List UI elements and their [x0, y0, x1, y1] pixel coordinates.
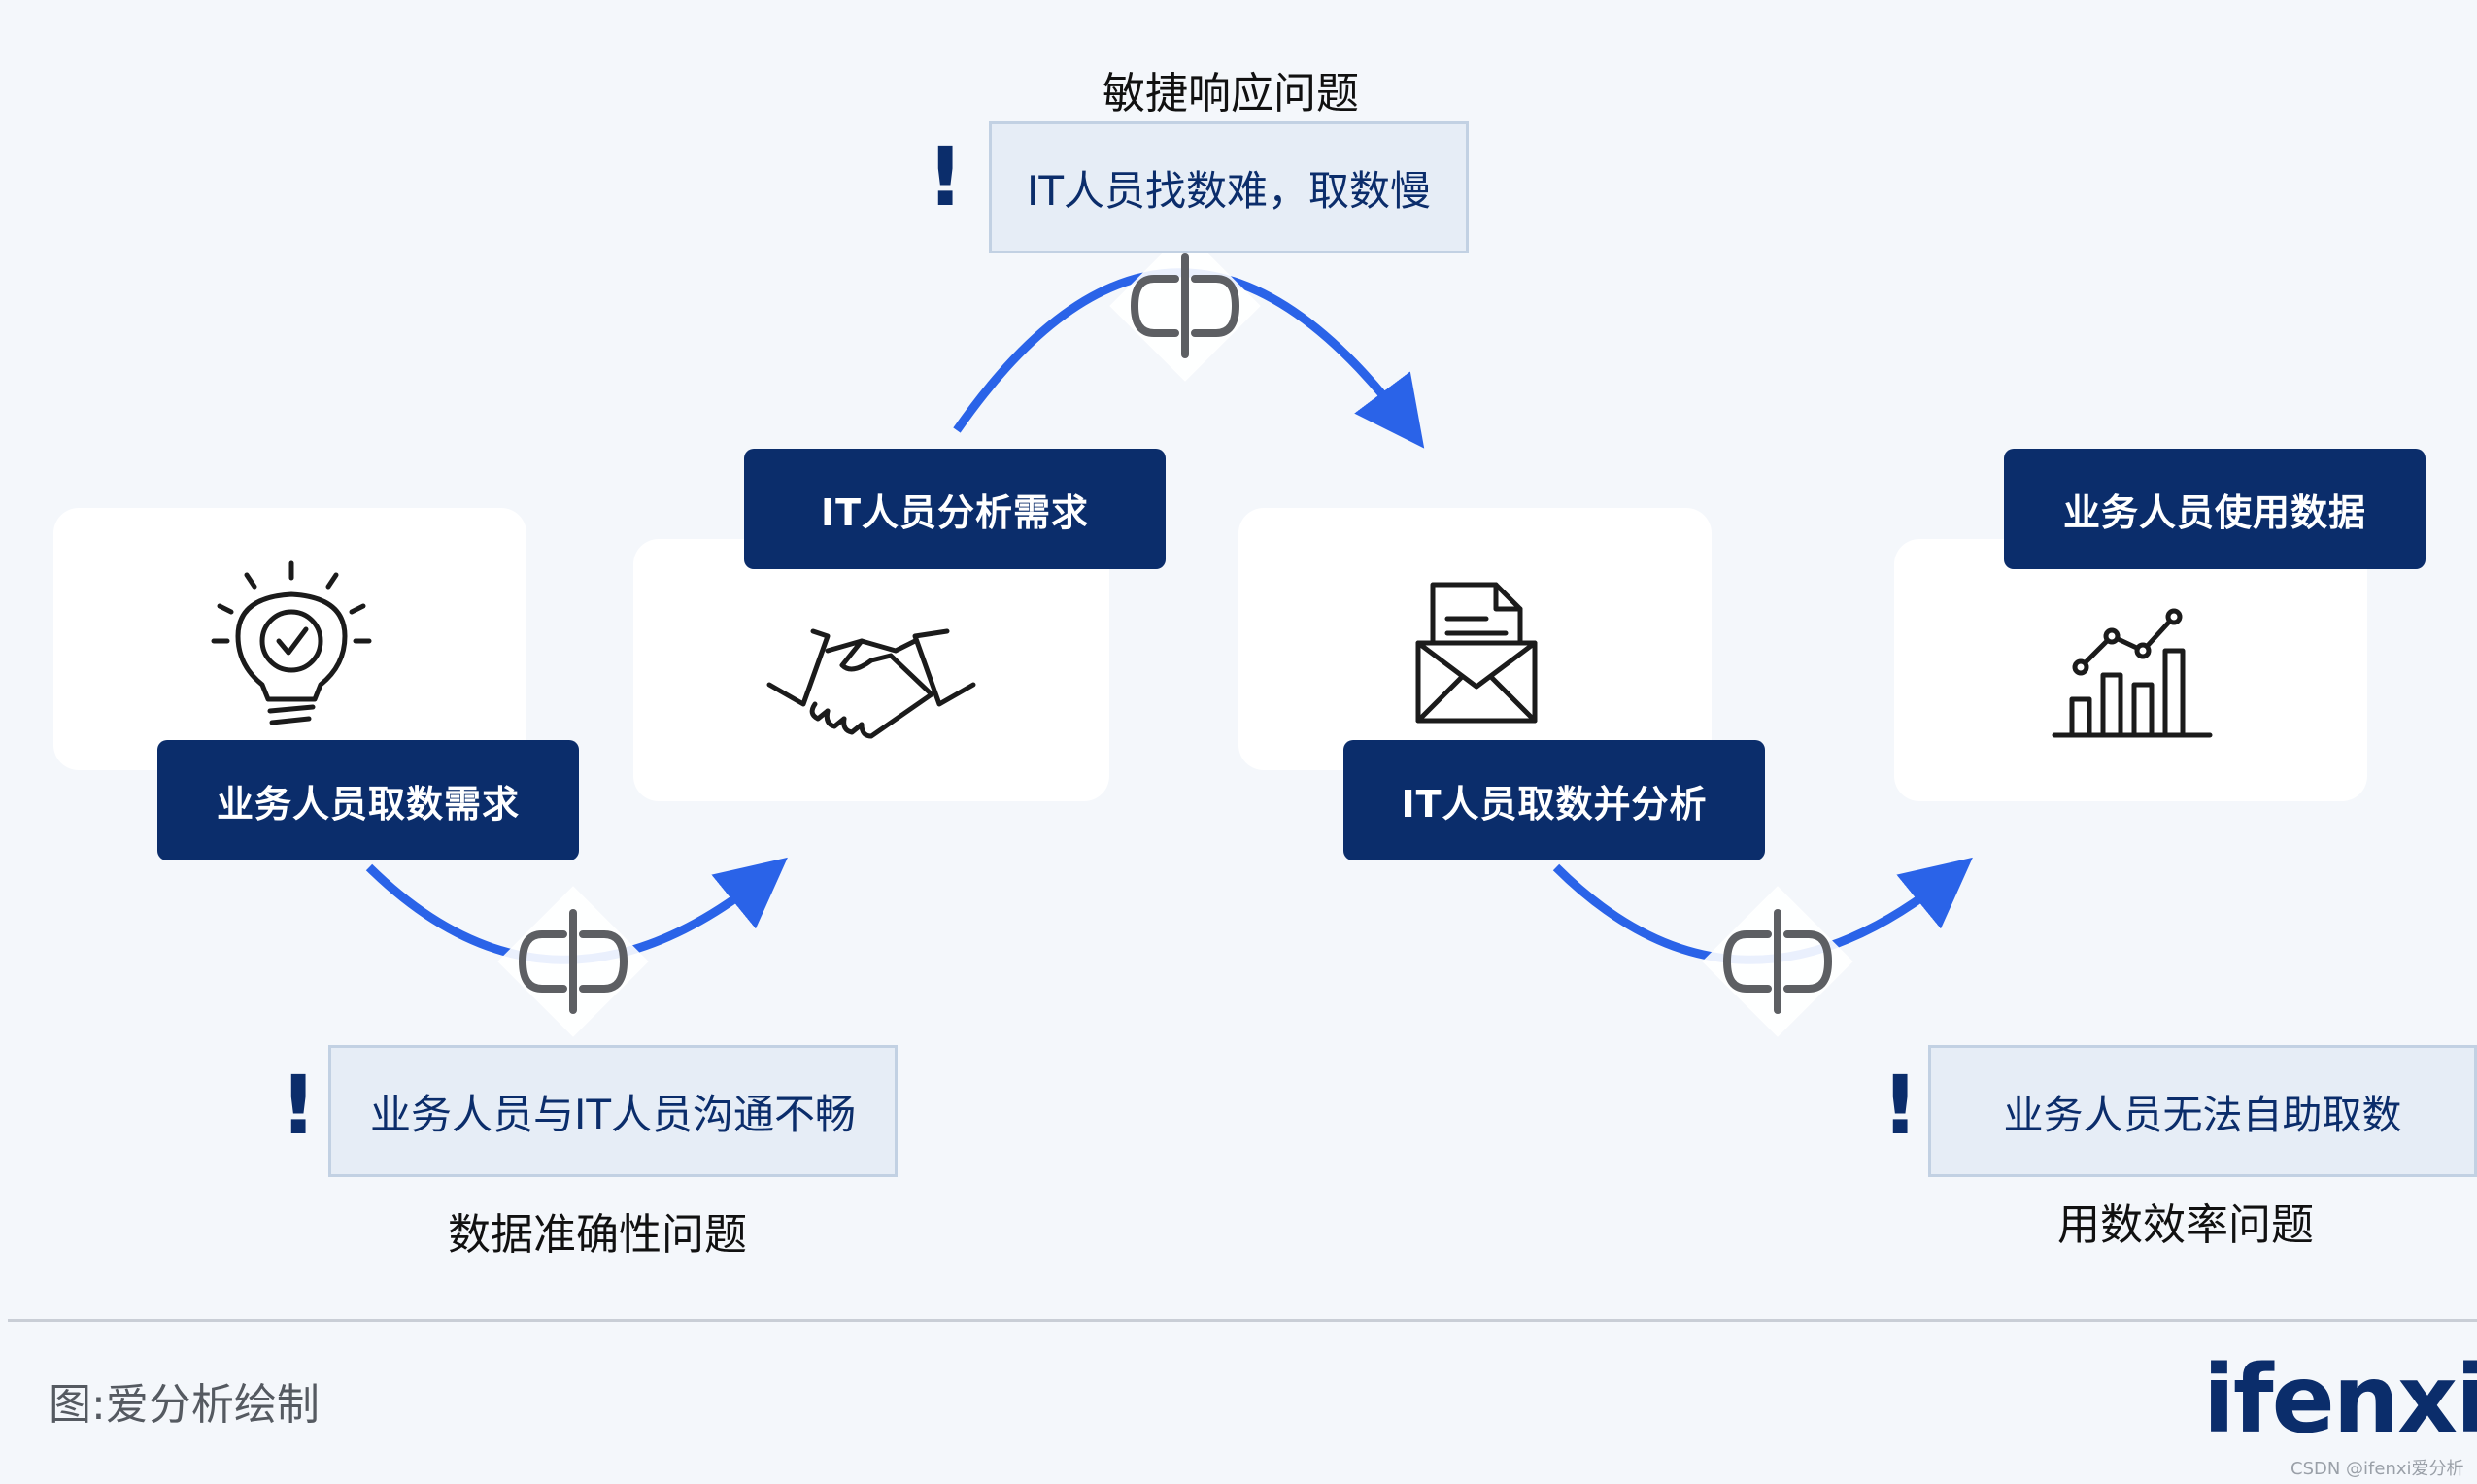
handshake-icon: [766, 628, 976, 739]
figure-caption: 图:爱分析绘制: [49, 1380, 320, 1430]
step4-label: 业务人员使用数据: [2004, 449, 2426, 569]
issue-left-category: 数据准确性问题: [448, 1210, 747, 1260]
step2-card: [633, 539, 1109, 801]
brand-logo: ifenxi: [2203, 1345, 2477, 1454]
step3-label: IT人员取数并分析: [1343, 740, 1765, 860]
footer-divider: [8, 1319, 2477, 1322]
lightbulb-check-icon: [211, 560, 372, 725]
issue-left-mark: !: [280, 1058, 318, 1153]
step3-card: [1238, 508, 1712, 770]
issue-top-category: 敏捷响应问题: [1103, 69, 1359, 118]
step2-label: IT人员分析需求: [744, 449, 1166, 569]
step1-label: 业务人员取数需求: [157, 740, 579, 860]
issue-left-text: 业务人员与IT人员沟通不畅: [328, 1045, 898, 1177]
issue-top-mark: !: [927, 129, 965, 224]
broken-link-icon: [1702, 886, 1853, 1037]
broken-link-icon: [497, 886, 649, 1037]
issue-right-text: 业务人员无法自助取数: [1928, 1045, 2477, 1177]
broken-link-icon: [1109, 230, 1261, 382]
step4-card: [1894, 539, 2367, 801]
watermark: CSDN @ifenxi爱分析: [2290, 1459, 2464, 1479]
step1-card: [53, 508, 526, 770]
bar-line-chart-icon: [2052, 608, 2213, 738]
issue-right-mark: !: [1882, 1058, 1919, 1153]
document-envelope-icon: [1415, 582, 1538, 724]
issue-right-category: 用数效率问题: [2057, 1200, 2314, 1250]
issue-top-text: IT人员找数难，取数慢: [989, 121, 1469, 253]
